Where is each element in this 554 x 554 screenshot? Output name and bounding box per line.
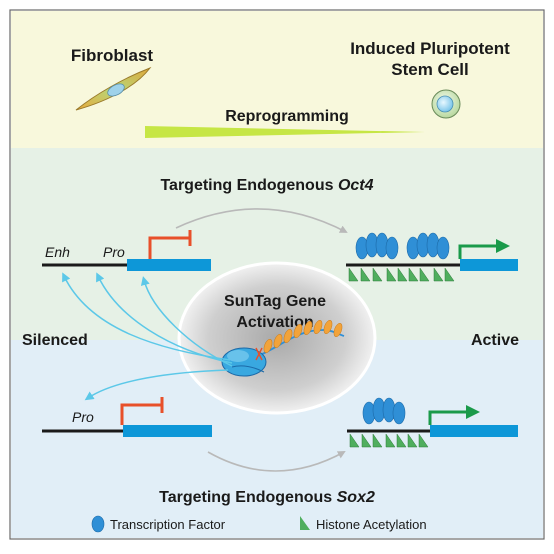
oct4-enh-label: Enh (45, 244, 70, 260)
histone-acetylation-mark (419, 267, 430, 282)
suntag-antibody-loop (313, 320, 323, 334)
suntag-antibody-loop (323, 320, 333, 334)
oct4-tf-cluster-1 (355, 232, 399, 260)
ipsc-cell-icon (431, 89, 461, 119)
top-panel (11, 11, 543, 148)
oct4-title-prefix: Targeting Endogenous (160, 177, 337, 194)
oct4-pro-label: Pro (103, 244, 125, 260)
oct4-silenced-locus (42, 230, 211, 271)
sox2-title-gene: Sox2 (337, 489, 375, 506)
suntag-antibody-loop (333, 323, 343, 337)
histone-acetylation-mark (385, 433, 396, 448)
legend: Transcription Factor Histone Acetylation (91, 515, 427, 533)
fibroblast-cell-icon (75, 66, 152, 111)
suntag-antibody-loop (303, 321, 313, 335)
histone-acetylation-mark (433, 267, 444, 282)
histone-acetylation-mark (396, 433, 407, 448)
oct4-tf-cluster-2 (406, 232, 450, 260)
oct4-grey-arrow (175, 208, 348, 233)
sox2-active-locus (347, 405, 518, 437)
reprogramming-arrow (145, 126, 425, 138)
histone-acetylation-mark (386, 267, 397, 282)
legend-ha-label: Histone Acetylation (316, 517, 427, 532)
histone-acetylation-mark (397, 267, 408, 282)
histone-acetylation-mark (444, 267, 455, 282)
histone-acetylation-mark (372, 433, 383, 448)
sox2-histone-marks (349, 433, 429, 448)
sox2-grey-arrow (207, 451, 346, 472)
ipsc-label-line2: Stem Cell (391, 60, 468, 79)
histone-acetylation-mark (407, 433, 418, 448)
oct4-active-locus (346, 239, 518, 271)
suntag-complex (221, 320, 345, 377)
suntag-label-line2: Activation (236, 314, 313, 331)
suntag-label-line1: SunTag Gene (224, 293, 326, 310)
oct4-title-gene: Oct4 (338, 177, 374, 194)
histone-acetylation-mark (348, 267, 359, 282)
suntag-antibody-loop (273, 334, 283, 348)
cyan-activation-arrows (62, 272, 233, 401)
histone-acetylation-mark (418, 433, 429, 448)
suntag-antibody-coil (263, 320, 343, 353)
ipsc-label-line1: Induced Pluripotent (350, 39, 510, 58)
histone-acetylation-mark (372, 267, 383, 282)
histone-acetylation-mark (360, 267, 371, 282)
suntag-antibody-loop (293, 324, 303, 338)
oct4-histone-marks (348, 267, 455, 282)
sox2-tf-cluster (362, 397, 406, 425)
legend-ha-swatch (300, 516, 310, 530)
silenced-label: Silenced (22, 332, 88, 349)
suntag-antibody-loop (283, 329, 293, 343)
histone-acetylation-mark (361, 433, 372, 448)
sox2-silenced-locus (42, 397, 212, 437)
reprogramming-label: Reprogramming (225, 108, 349, 125)
sox2-title: Targeting Endogenous Sox2 (159, 489, 375, 506)
legend-tf-label: Transcription Factor (110, 517, 226, 532)
active-label: Active (471, 332, 519, 349)
oct4-title: Targeting Endogenous Oct4 (160, 177, 373, 194)
suntag-antibody-loop (263, 339, 273, 353)
fibroblast-label: Fibroblast (71, 46, 154, 65)
histone-acetylation-mark (408, 267, 419, 282)
legend-tf-swatch (91, 515, 105, 533)
sox2-title-prefix: Targeting Endogenous (159, 489, 336, 506)
histone-acetylation-mark (349, 433, 360, 448)
sox2-pro-label: Pro (72, 409, 94, 425)
